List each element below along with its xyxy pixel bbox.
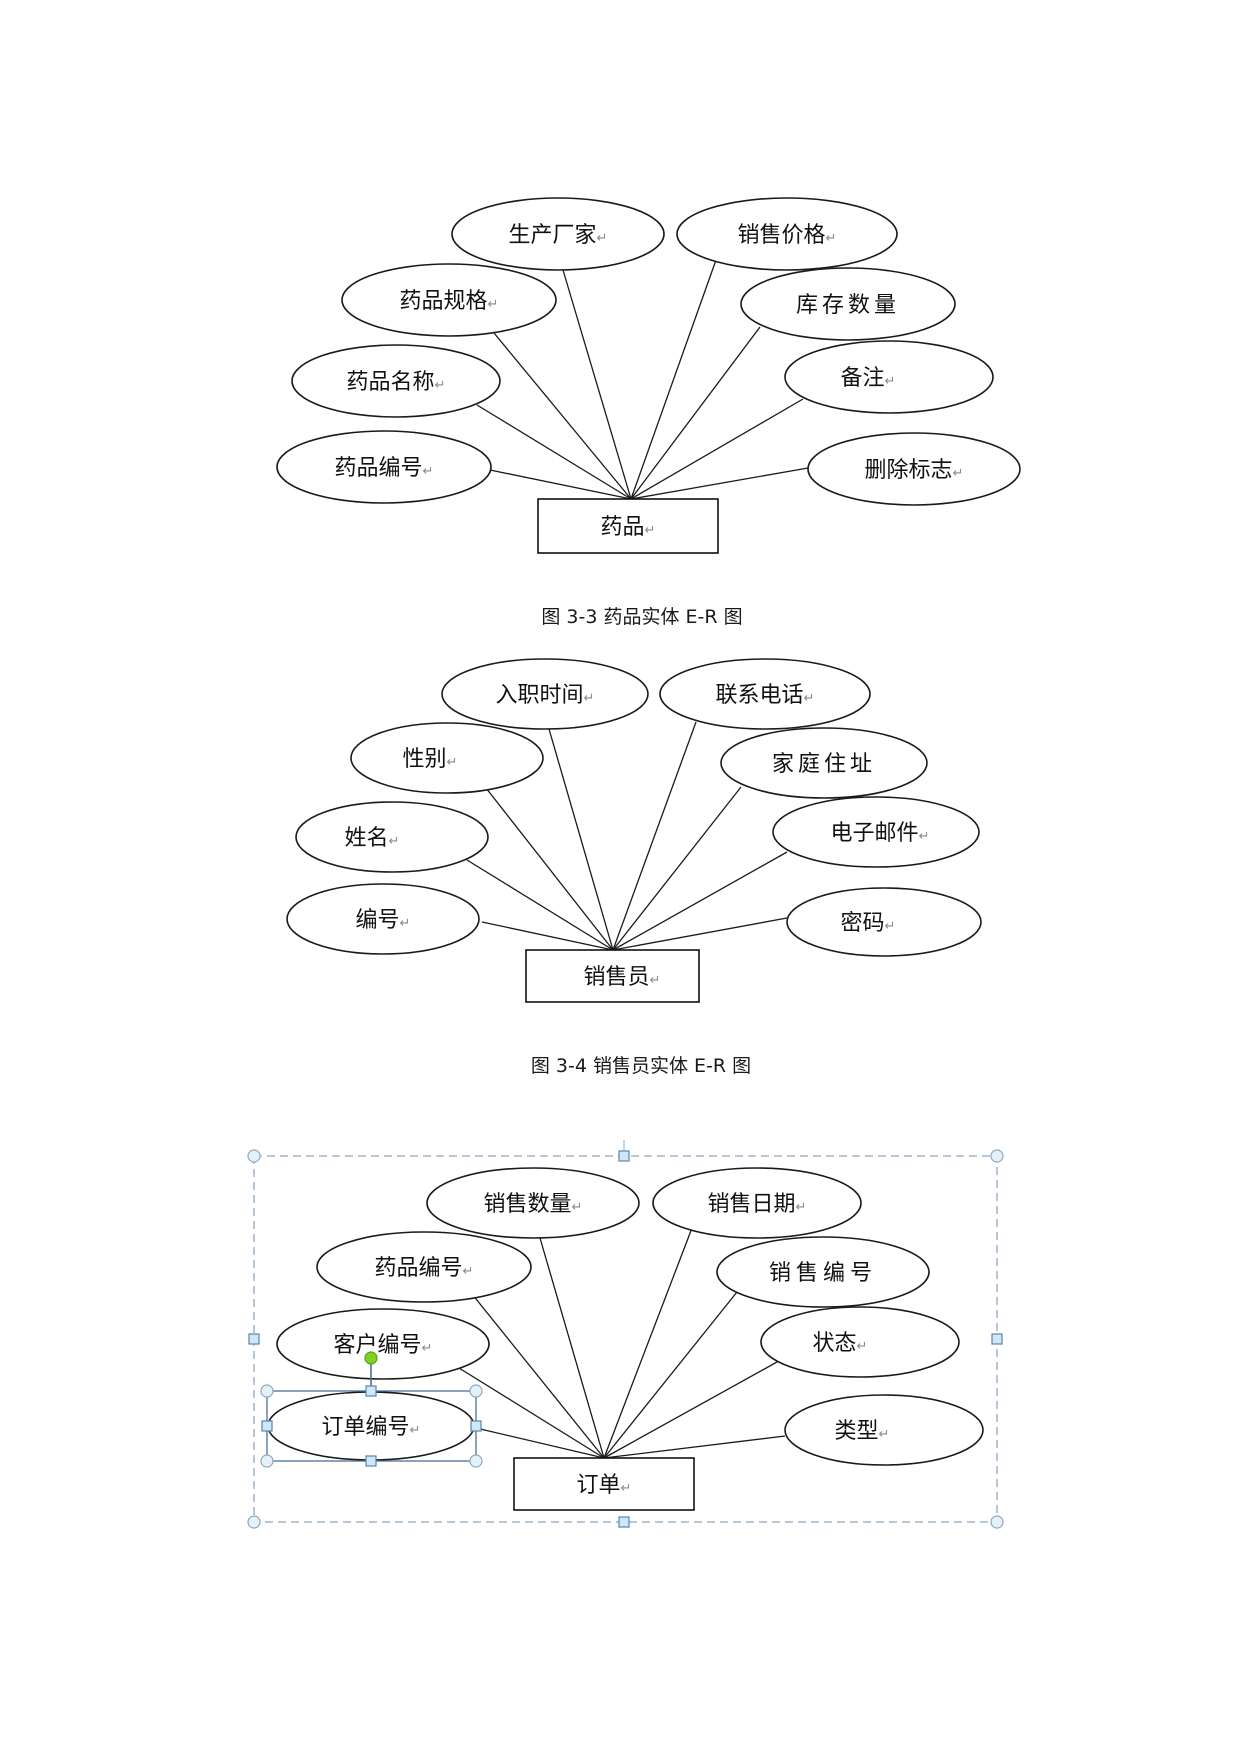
svg-text:药品规格↵: 药品规格↵: [400, 289, 499, 314]
svg-text:药品编号↵: 药品编号↵: [335, 456, 434, 481]
attribute-remark[interactable]: 备注↵: [784, 340, 994, 414]
attribute-sale-quantity[interactable]: 销售数量↵: [426, 1167, 640, 1239]
resize-handle-top-right[interactable]: [469, 1384, 483, 1398]
resize-handle-top-left[interactable]: [260, 1384, 274, 1398]
attribute-customer-id[interactable]: 客户编号↵: [276, 1308, 490, 1380]
shape-selection-order-id[interactable]: [260, 1351, 483, 1468]
svg-text:销售数量↵: 销售数量↵: [484, 1192, 583, 1217]
canvas-handle-bottom[interactable]: [618, 1516, 630, 1528]
canvas-handle-top[interactable]: [618, 1150, 630, 1162]
attribute-order-medicine-id[interactable]: 药品编号↵: [316, 1231, 532, 1303]
svg-text:药品↵: 药品↵: [601, 515, 656, 540]
connectors: [458, 1227, 786, 1459]
attribute-sale-date[interactable]: 销售日期↵: [652, 1167, 862, 1239]
svg-text:药品编号↵: 药品编号↵: [375, 1256, 474, 1281]
svg-text:类型↵: 类型↵: [835, 1419, 890, 1444]
canvas-handle-left[interactable]: [248, 1333, 260, 1345]
attribute-hire-date[interactable]: 入职时间↵: [441, 658, 649, 730]
entity-medicine[interactable]: 药品↵: [537, 498, 719, 554]
attribute-medicine-id[interactable]: 药品编号↵: [276, 430, 492, 504]
attribute-stock-quantity[interactable]: 库存数量: [740, 267, 956, 341]
attribute-phone[interactable]: 联系电话↵: [659, 658, 871, 730]
attribute-delete-flag[interactable]: 删除标志↵: [807, 432, 1021, 506]
canvas-handle-top-right[interactable]: [990, 1149, 1004, 1163]
attribute-staff-id[interactable]: 编号↵: [286, 883, 480, 955]
attribute-staff-name[interactable]: 姓名↵: [295, 801, 489, 873]
svg-text:销售员↵: 销售员↵: [584, 965, 661, 990]
canvas-frame-handles[interactable]: [247, 1149, 1004, 1529]
connectors: [476, 259, 809, 500]
attribute-order-id[interactable]: 订单编号↵: [267, 1391, 475, 1461]
resize-handle-left[interactable]: [261, 1420, 273, 1432]
resize-handle-bottom-left[interactable]: [260, 1454, 274, 1468]
connectors: [466, 721, 788, 951]
svg-text:联系电话↵: 联系电话↵: [716, 683, 815, 708]
svg-text:生产厂家↵: 生产厂家↵: [509, 223, 608, 248]
figure-caption-3-4: 图 3-4 销售员实体 E-R 图: [531, 1055, 751, 1077]
svg-text:电子邮件↵: 电子邮件↵: [831, 821, 930, 846]
svg-text:销售日期↵: 销售日期↵: [708, 1192, 807, 1217]
svg-text:编号↵: 编号↵: [356, 908, 411, 933]
resize-handle-bottom-right[interactable]: [469, 1454, 483, 1468]
resize-handle-top[interactable]: [365, 1385, 377, 1397]
canvas-handle-bottom-right[interactable]: [990, 1515, 1004, 1529]
er-diagram-medicine: 药品编号↵ 药品名称↵ 药品规格↵ 生产厂家↵ 销售价格↵ 库存数量 备注↵: [276, 197, 1021, 554]
attribute-status[interactable]: 状态↵: [760, 1306, 960, 1378]
rotate-handle-icon[interactable]: [364, 1351, 378, 1365]
resize-handle-right[interactable]: [470, 1420, 482, 1432]
svg-text:库存数量: 库存数量: [796, 293, 900, 318]
resize-handle-bottom[interactable]: [365, 1455, 377, 1467]
entity-salesperson[interactable]: 销售员↵: [525, 949, 700, 1003]
svg-text:备注↵: 备注↵: [841, 366, 896, 391]
attribute-password[interactable]: 密码↵: [786, 887, 982, 957]
entity-order[interactable]: 订单↵: [513, 1457, 695, 1511]
svg-text:客户编号↵: 客户编号↵: [334, 1333, 433, 1358]
attribute-type[interactable]: 类型↵: [784, 1394, 984, 1466]
er-diagram-salesperson: 编号↵ 姓名↵ 性别↵ 入职时间↵ 联系电话↵ 家庭住址 电子邮件↵ 密码↵: [286, 658, 982, 1003]
svg-text:销售编号: 销售编号: [769, 1261, 877, 1286]
attribute-medicine-spec[interactable]: 药品规格↵: [341, 263, 557, 337]
svg-text:状态↵: 状态↵: [813, 1331, 868, 1356]
svg-text:密码↵: 密码↵: [841, 911, 896, 936]
attribute-gender[interactable]: 性别↵: [350, 722, 544, 794]
svg-text:姓名↵: 姓名↵: [345, 826, 400, 851]
svg-text:销售价格↵: 销售价格↵: [738, 223, 837, 248]
er-diagram-order[interactable]: 订单编号↵ 客户编号↵ 药品编号↵ 销售数量↵ 销售日期↵ 销售编号 状态↵: [247, 1140, 1004, 1529]
svg-text:家庭住址: 家庭住址: [772, 752, 876, 777]
attribute-medicine-name[interactable]: 药品名称↵: [291, 344, 501, 418]
canvas-handle-right[interactable]: [991, 1333, 1003, 1345]
svg-text:订单编号↵: 订单编号↵: [322, 1415, 421, 1440]
attribute-sale-id[interactable]: 销售编号: [716, 1236, 930, 1308]
attribute-email[interactable]: 电子邮件↵: [772, 796, 980, 868]
figure-caption-3-3: 图 3-3 药品实体 E-R 图: [541, 606, 742, 628]
svg-text:药品名称↵: 药品名称↵: [347, 370, 446, 395]
attribute-manufacturer[interactable]: 生产厂家↵: [451, 197, 665, 271]
svg-text:订单↵: 订单↵: [577, 1473, 632, 1498]
canvas-handle-top-left[interactable]: [247, 1149, 261, 1163]
svg-text:删除标志↵: 删除标志↵: [865, 458, 964, 483]
attribute-sale-price[interactable]: 销售价格↵: [676, 197, 898, 271]
canvas-handle-bottom-left[interactable]: [247, 1515, 261, 1529]
attribute-home-address[interactable]: 家庭住址: [720, 727, 928, 799]
svg-text:入职时间↵: 入职时间↵: [496, 683, 595, 708]
svg-text:性别↵: 性别↵: [403, 747, 458, 772]
